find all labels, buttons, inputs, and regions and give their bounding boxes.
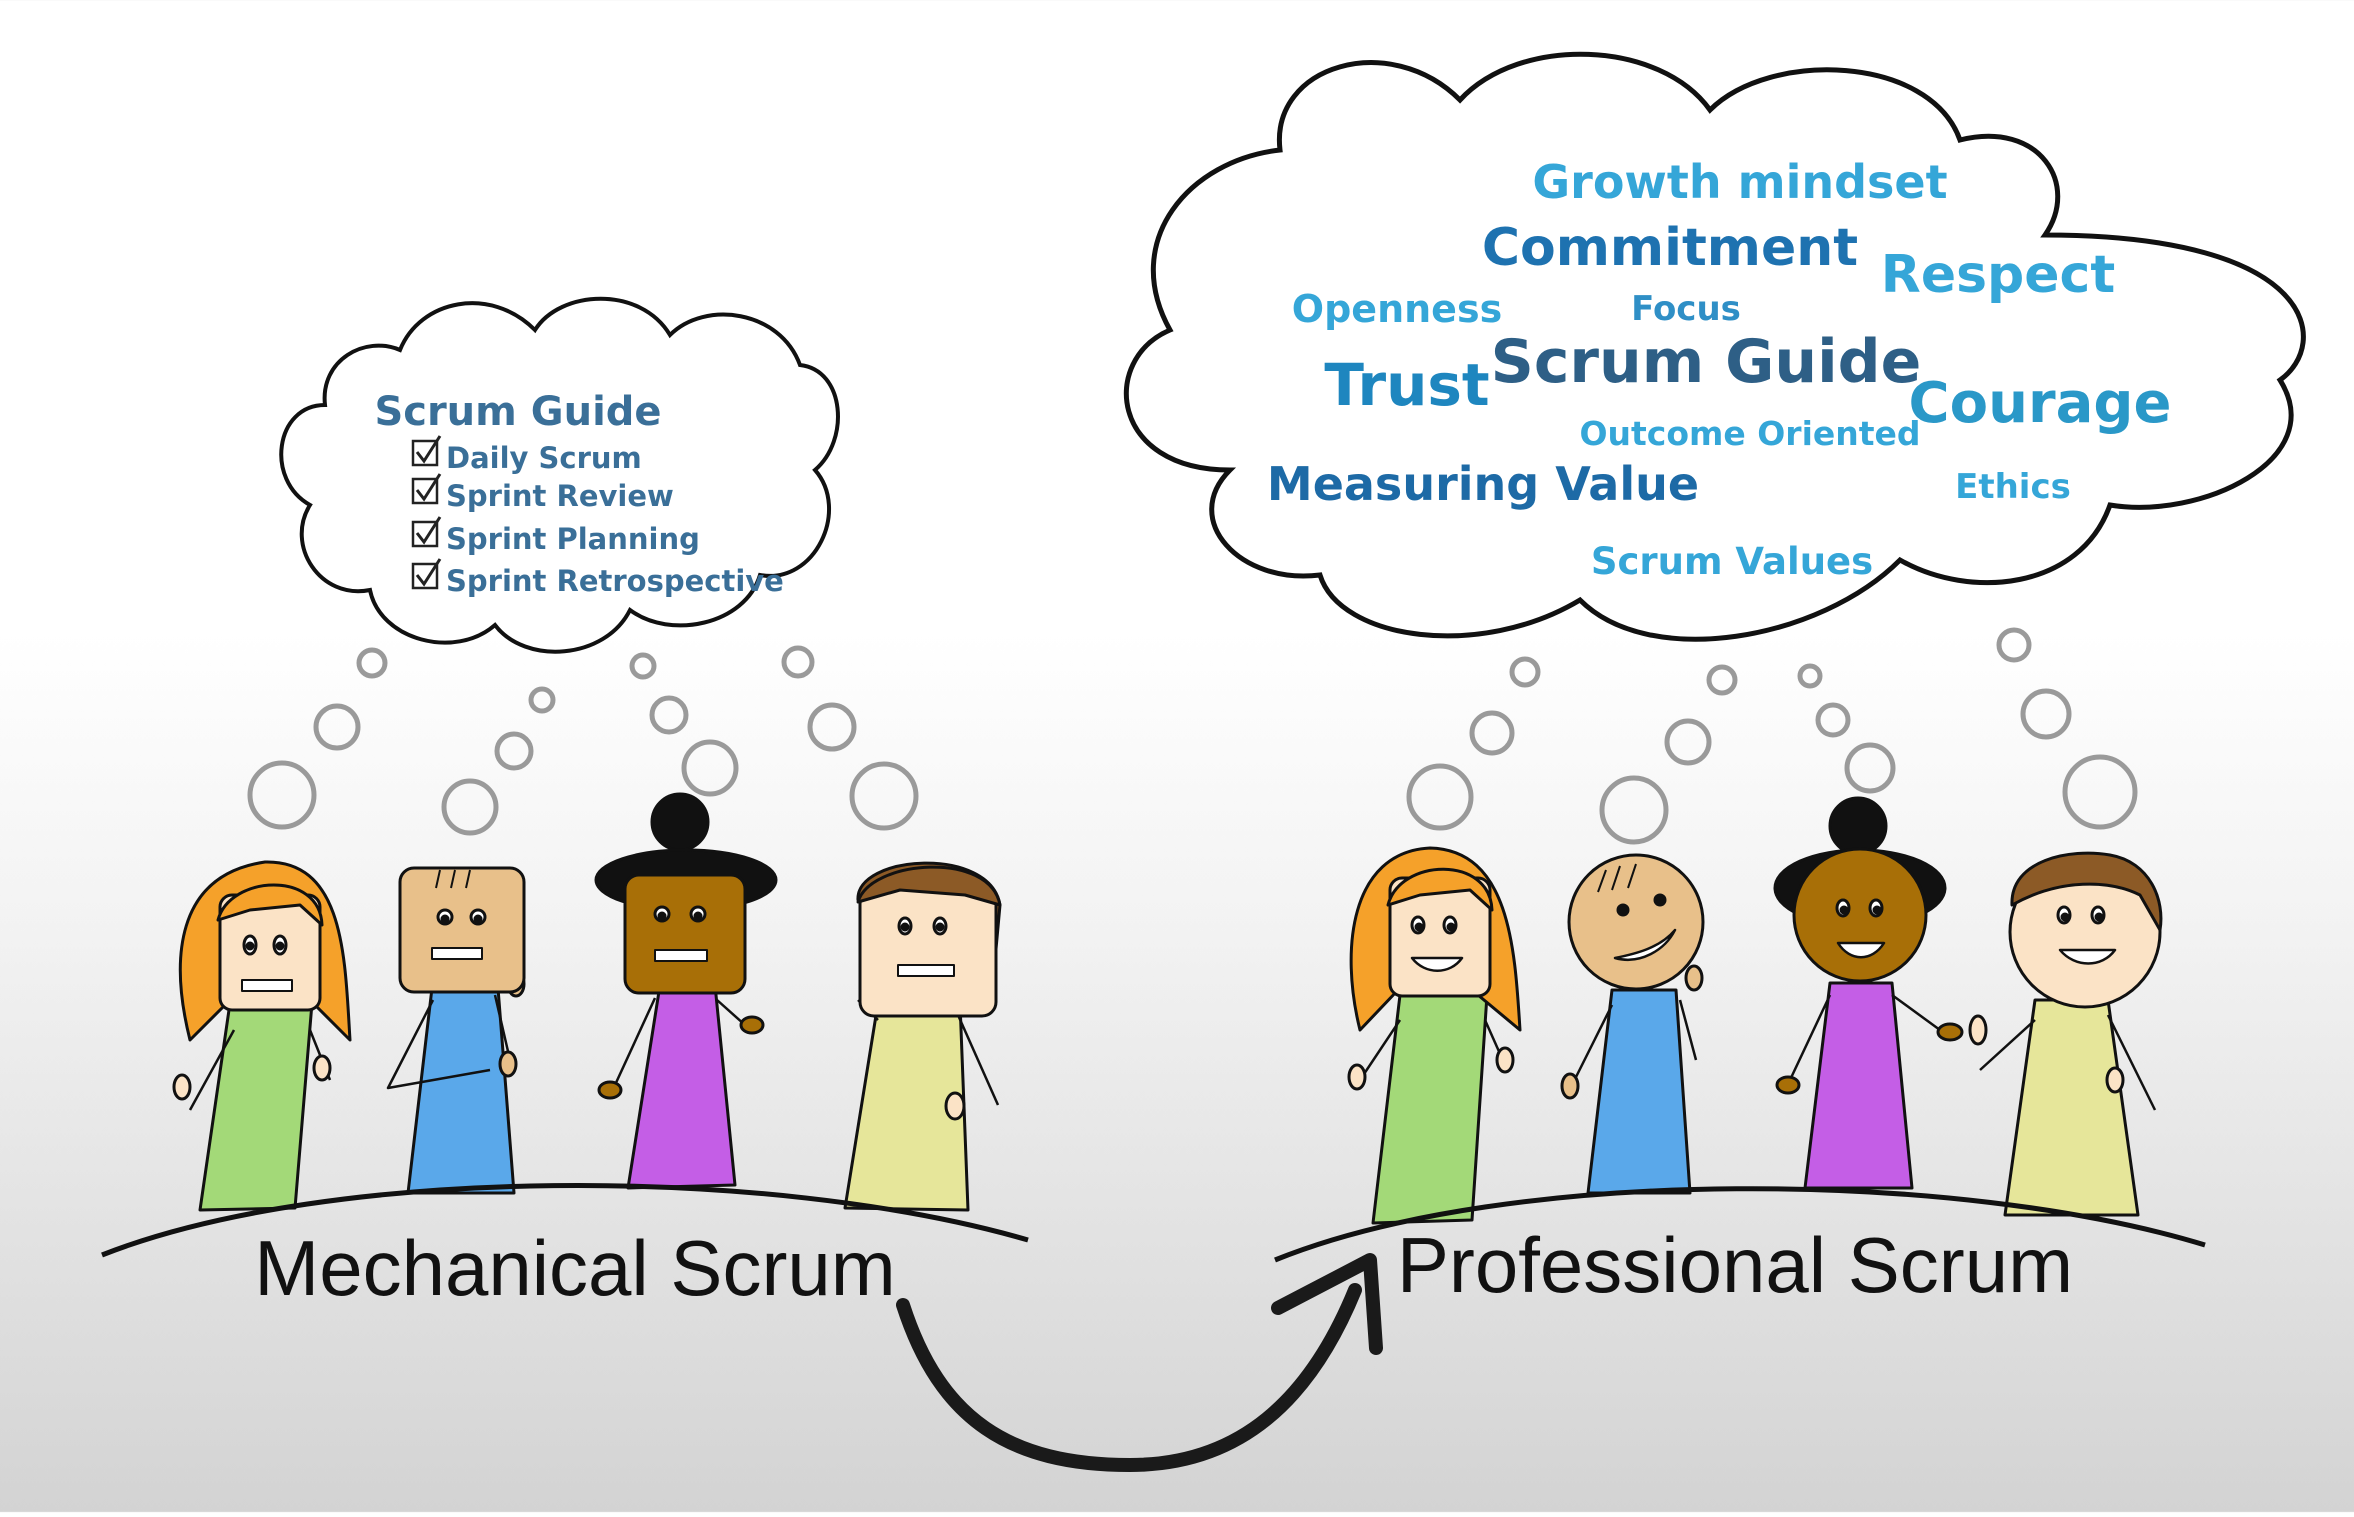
check-mark-icon [415,435,442,464]
left-cloud-title: Scrum Guide [374,389,661,435]
cloud-word-growth-mindset: Growth mindset [1532,155,1947,209]
character-orange-hair-green-dress [172,860,352,1212]
thought-bubble-icon [1844,742,1896,794]
left-cloud-item-label: Daily Scrum [446,441,642,475]
character-tan-face-blue-shirt [386,866,526,1195]
character-dark-skin-purple-dress [594,792,778,1190]
left-cloud-shape [279,296,840,654]
cloud-word-scrum-values: Scrum Values [1591,540,1873,583]
left-cloud-item-label: Sprint Retrospective [446,564,784,598]
right-ground-line [1274,1186,2206,1263]
thought-bubble-icon [629,652,657,680]
cloud-word-focus: Focus [1631,289,1741,329]
cloud-word-respect: Respect [1881,245,2115,305]
cloud-word-openness: Openness [1292,287,1502,331]
mechanical-team [172,792,1002,1212]
thought-bubble-icon [1599,775,1669,845]
thought-bubble-icon [2062,754,2138,830]
thought-bubbles [247,627,2138,845]
character-orange-hair-green-dress-happy [1347,846,1522,1225]
thought-bubble-icon [247,760,317,830]
left-cloud-item: Daily Scrum [411,435,642,475]
character-brown-hair-yellow-shirt-happy [1968,851,2163,1217]
checked-box-icon [411,562,439,590]
thought-bubble-icon [2020,688,2072,740]
professional-team [1347,796,2163,1225]
professional-scrum-label: Professional Scrum [1397,1221,2073,1309]
character-tan-face-blue-shirt-happy [1560,853,1705,1195]
cloud-word-commitment: Commitment [1482,218,1858,278]
thought-bubble-icon [1797,663,1823,689]
cloud-word-outcome-oriented: Outcome Oriented [1579,414,1920,453]
mechanical-scrum-label: Mechanical Scrum [254,1224,896,1312]
thought-bubble-icon [1509,656,1541,688]
thought-bubble-icon [681,739,739,797]
left-cloud-item: Sprint Review [411,473,674,513]
checked-box-icon [411,477,439,505]
check-mark-icon [415,558,442,587]
left-cloud-item-label: Sprint Planning [446,522,700,556]
thought-bubble-icon [807,702,857,752]
thought-bubble-icon [494,731,534,771]
cloud-word-courage: Courage [1909,371,2172,436]
thought-bubble-icon [1664,718,1712,766]
thought-bubble-icon [1996,627,2032,663]
thought-bubble-icon [356,647,388,679]
right-thought-cloud: Growth mindset Commitment Respect Openne… [1123,51,2306,642]
character-brown-hair-yellow-shirt [843,861,1002,1212]
thought-bubble-icon [528,686,556,714]
curved-arrow-icon [896,1253,1383,1473]
cloud-word-scrum-guide: Scrum Guide [1491,327,1922,397]
thought-bubble-icon [649,695,689,735]
character-dark-skin-purple-dress-happy [1773,796,1964,1190]
right-cloud-shape [1123,51,2306,642]
left-cloud-item: Sprint Retrospective [411,558,784,598]
thought-bubble-icon [313,703,361,751]
cloud-word-ethics: Ethics [1955,467,2071,507]
check-mark-icon [415,516,442,545]
left-cloud-item-label: Sprint Review [446,479,674,513]
left-ground-line [101,1183,1029,1258]
left-thought-cloud: Scrum Guide Daily Scrum Sprint Review Sp… [279,296,840,654]
cloud-word-trust: Trust [1324,351,1489,419]
thought-bubble-icon [1406,763,1474,831]
check-mark-icon [415,473,442,502]
thought-bubble-icon [849,761,919,831]
cloud-word-measuring-value: Measuring Value [1267,457,1699,511]
thought-bubble-icon [1469,710,1515,756]
thought-bubble-icon [1706,664,1738,696]
checked-box-icon [411,439,439,467]
thought-bubble-icon [441,778,499,836]
thought-bubble-icon [1815,702,1851,738]
checked-box-icon [411,520,439,548]
left-cloud-item: Sprint Planning [411,516,700,556]
thought-bubble-icon [781,645,815,679]
